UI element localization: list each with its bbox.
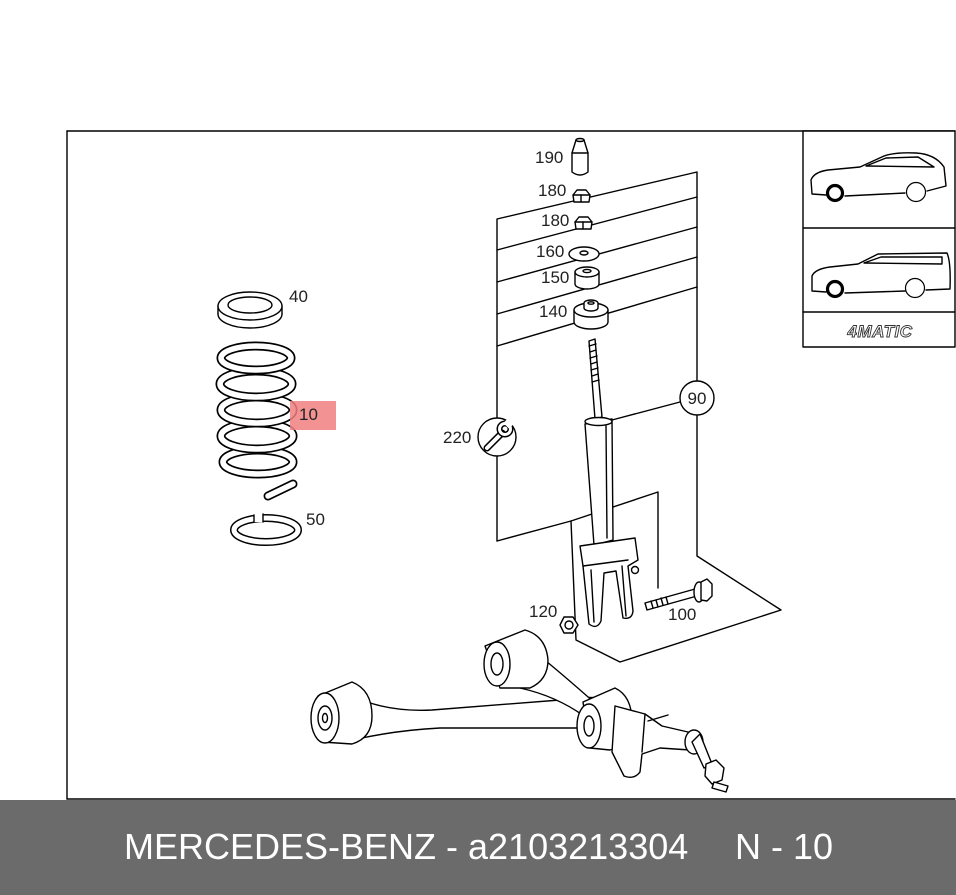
bolt-100 — [644, 578, 713, 611]
footer-bar: MERCEDES-BENZ - a2103213304 N - 10 — [0, 800, 956, 895]
spring-ring-50 — [230, 513, 302, 546]
spring-seat-40 — [217, 291, 283, 329]
callout-180-upper: 180 — [538, 181, 566, 200]
callout-highlight — [290, 401, 336, 430]
callout-220: 220 — [443, 428, 471, 447]
callout-circle-90 — [679, 380, 715, 416]
callout-150: 150 — [541, 268, 569, 287]
bushing-150 — [574, 266, 600, 290]
callout-140: 140 — [539, 302, 567, 321]
callout-labels: 190 180 180 160 150 140 40 10 50 220 90 … — [289, 148, 706, 624]
callout-90: 90 — [688, 389, 707, 408]
cap-bolt-190 — [571, 137, 589, 176]
strut-mount-140 — [573, 299, 609, 330]
nut-180-upper — [572, 189, 591, 203]
callout-190: 190 — [535, 148, 563, 167]
diagram-reference-text: N - 10 — [735, 826, 834, 867]
callout-180-lower: 180 — [541, 211, 569, 230]
callout-50: 50 — [306, 510, 325, 529]
callout-10: 10 — [299, 405, 318, 424]
wrench-icon — [477, 417, 517, 457]
parts-diagram: 190 180 180 160 150 140 40 10 50 220 90 … — [66, 130, 956, 800]
callout-160: 160 — [536, 242, 564, 261]
vehicle-variant-inset: 4MATIC — [802, 130, 956, 348]
washer-160 — [568, 246, 600, 262]
nut-180-lower — [574, 216, 593, 230]
part-number-text: MERCEDES-BENZ - a2103213304 — [124, 826, 689, 867]
callout-40: 40 — [289, 287, 308, 306]
shock-absorber-90 — [579, 338, 681, 628]
lower-control-arm — [310, 629, 729, 793]
wagon-icon — [811, 252, 951, 299]
nut-120 — [559, 616, 579, 634]
callout-120: 120 — [529, 602, 557, 621]
4matic-label: 4MATIC — [846, 322, 912, 341]
sedan-icon — [810, 152, 947, 203]
callout-100: 100 — [668, 605, 696, 624]
coil-spring-10 — [215, 341, 298, 501]
